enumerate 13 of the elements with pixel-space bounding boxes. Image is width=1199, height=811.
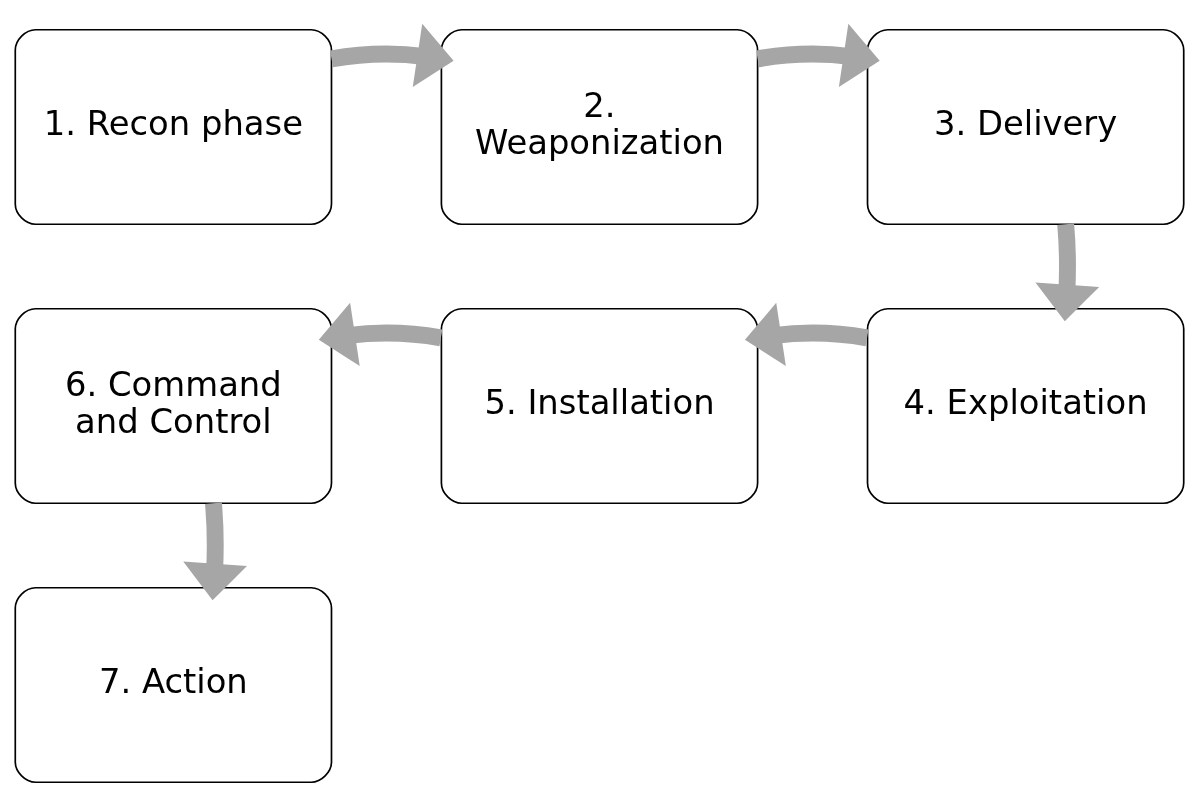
node-box: 3. Delivery: [866, 28, 1185, 225]
node-box: 2. Weaponization: [440, 28, 759, 225]
arrow: [744, 302, 869, 366]
node-box: 6. Command and Control: [14, 307, 333, 504]
node-box: 5. Installation: [440, 307, 759, 504]
arrow: [1035, 223, 1100, 321]
arrow: [756, 23, 880, 87]
arrow: [183, 502, 247, 600]
node-box: 1. Recon phase: [14, 28, 333, 225]
node-box: 4. Exploitation: [866, 307, 1185, 504]
arrow: [318, 302, 443, 366]
node-box: 7. Action: [14, 586, 333, 783]
arrow: [330, 23, 454, 87]
